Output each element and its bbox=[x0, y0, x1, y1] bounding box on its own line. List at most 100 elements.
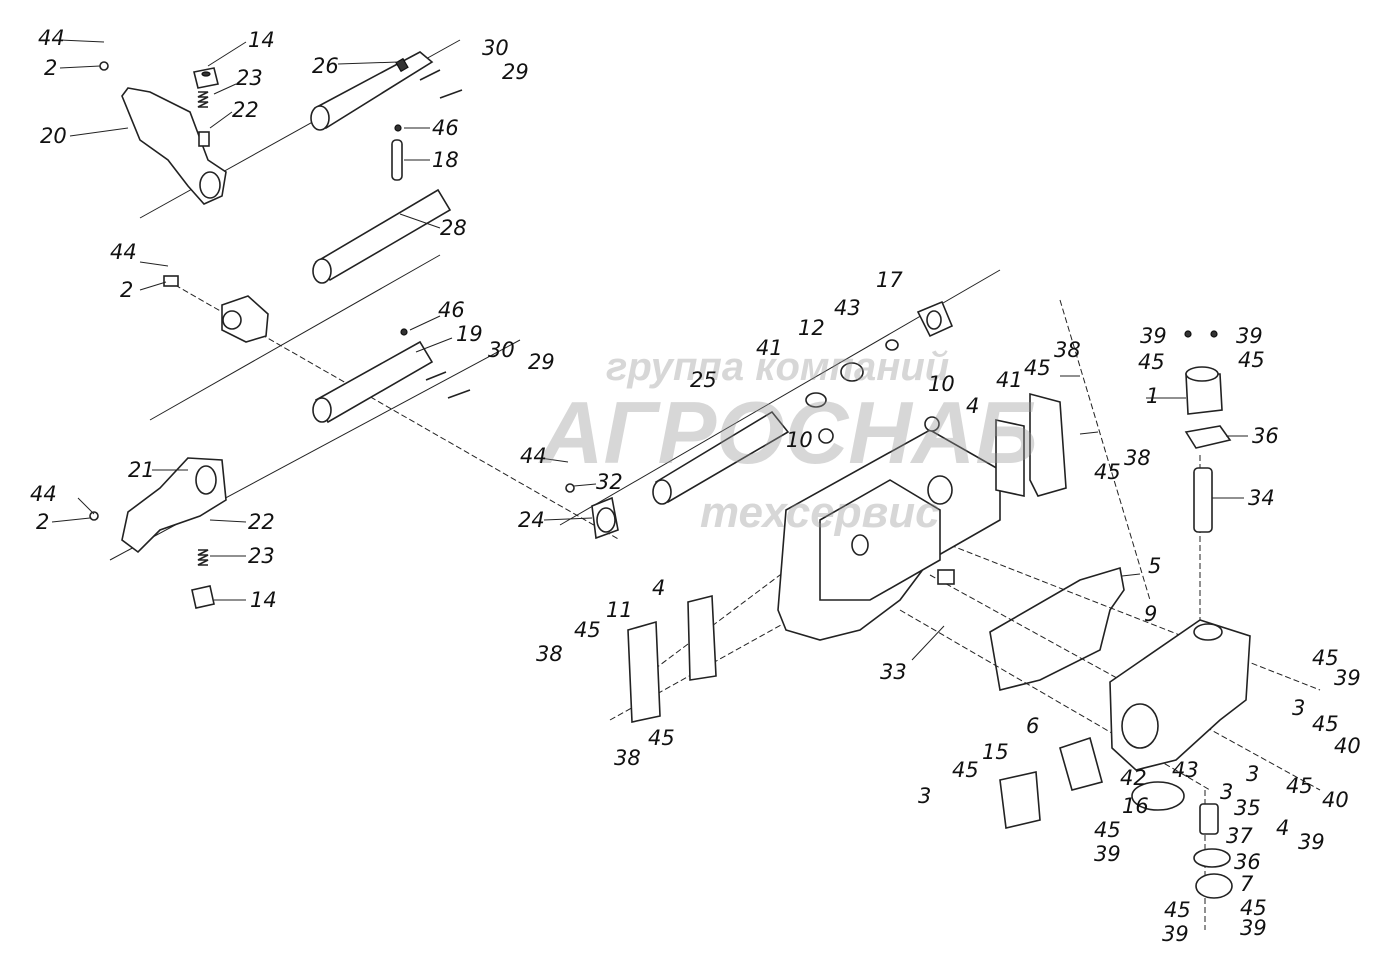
callout-3: 3 bbox=[1292, 696, 1306, 720]
washers-41-43 bbox=[805, 339, 899, 408]
callout-45: 45 bbox=[1164, 898, 1191, 922]
shaft-28 bbox=[312, 188, 452, 284]
callout-45: 45 bbox=[1024, 356, 1051, 380]
callout-14: 14 bbox=[248, 28, 275, 52]
callout-44: 44 bbox=[38, 26, 65, 50]
collar-24 bbox=[565, 483, 619, 540]
callout-37: 37 bbox=[1226, 824, 1253, 848]
callout-42: 42 bbox=[1120, 766, 1147, 790]
callout-39: 39 bbox=[1298, 830, 1325, 854]
callout-2: 2 bbox=[120, 278, 134, 302]
callout-32: 32 bbox=[596, 470, 623, 494]
callout-44: 44 bbox=[30, 482, 57, 506]
callout-14: 14 bbox=[250, 588, 277, 612]
callout-18: 18 bbox=[432, 148, 459, 172]
nut-14-top bbox=[193, 67, 219, 89]
bolt-2-top bbox=[99, 61, 109, 71]
gasket-4-right bbox=[995, 419, 1025, 497]
nut-14-lower bbox=[191, 585, 215, 609]
callout-6: 6 bbox=[1026, 714, 1040, 738]
callout-23: 23 bbox=[248, 544, 275, 568]
callout-29: 29 bbox=[502, 60, 529, 84]
plate-36-lower bbox=[1193, 848, 1231, 868]
callout-45: 45 bbox=[1094, 460, 1121, 484]
callout-23: 23 bbox=[236, 66, 263, 90]
callout-22: 22 bbox=[232, 98, 259, 122]
callout-45: 45 bbox=[1138, 350, 1165, 374]
callout-40: 40 bbox=[1322, 788, 1349, 812]
callout-45: 45 bbox=[648, 726, 675, 750]
pins-30-29-top bbox=[419, 69, 463, 99]
callout-4: 4 bbox=[966, 394, 980, 418]
callout-38: 38 bbox=[536, 642, 563, 666]
callout-39: 39 bbox=[1334, 666, 1361, 690]
callout-43: 43 bbox=[1172, 758, 1199, 782]
callout-20: 20 bbox=[40, 124, 67, 148]
callout-30: 30 bbox=[488, 338, 515, 362]
callout-2: 2 bbox=[44, 56, 58, 80]
callout-19: 19 bbox=[456, 322, 483, 346]
callout-45: 45 bbox=[1312, 646, 1339, 670]
callout-30: 30 bbox=[482, 36, 509, 60]
fork-lever-21 bbox=[89, 457, 227, 554]
callout-24: 24 bbox=[518, 508, 545, 532]
callout-7: 7 bbox=[1240, 872, 1254, 896]
cover-11-left bbox=[627, 620, 661, 723]
callout-45: 45 bbox=[1238, 348, 1265, 372]
callout-39: 39 bbox=[1162, 922, 1189, 946]
callout-39: 39 bbox=[1140, 324, 1167, 348]
plate-15 bbox=[999, 771, 1041, 829]
callout-44: 44 bbox=[110, 240, 137, 264]
plate-16 bbox=[1131, 781, 1185, 811]
bracket-middle bbox=[163, 275, 269, 343]
callout-5: 5 bbox=[1148, 554, 1162, 578]
callout-36: 36 bbox=[1252, 424, 1279, 448]
callout-45: 45 bbox=[1286, 774, 1313, 798]
pin-18 bbox=[391, 124, 403, 181]
callout-1: 1 bbox=[1146, 384, 1160, 408]
callout-45: 45 bbox=[1094, 818, 1121, 842]
callout-4: 4 bbox=[1276, 816, 1290, 840]
callout-38: 38 bbox=[1124, 446, 1151, 470]
callout-39: 39 bbox=[1094, 842, 1121, 866]
shaft-25 bbox=[652, 410, 790, 505]
pins-30-29-middle bbox=[425, 371, 471, 399]
callout-22: 22 bbox=[248, 510, 275, 534]
callout-11: 11 bbox=[606, 598, 633, 622]
callout-41: 41 bbox=[996, 368, 1023, 392]
callout-25: 25 bbox=[690, 368, 717, 392]
callout-17: 17 bbox=[876, 268, 903, 292]
plunger-34 bbox=[1193, 467, 1213, 533]
callout-26: 26 bbox=[312, 54, 339, 78]
cover-11-right bbox=[1029, 392, 1067, 497]
plate-7 bbox=[1195, 873, 1233, 899]
callout-45: 45 bbox=[1312, 712, 1339, 736]
callout-43: 43 bbox=[834, 296, 861, 320]
valve-1 bbox=[1184, 330, 1223, 415]
callout-38: 38 bbox=[614, 746, 641, 770]
callout-39: 39 bbox=[1240, 916, 1267, 940]
callout-4: 4 bbox=[652, 576, 666, 600]
callout-46: 46 bbox=[432, 116, 459, 140]
gasket-5 bbox=[989, 566, 1125, 691]
callout-33: 33 bbox=[880, 660, 907, 684]
leader-lines bbox=[51, 39, 1248, 661]
callout-29: 29 bbox=[528, 350, 555, 374]
callout-45: 45 bbox=[574, 618, 601, 642]
callout-10: 10 bbox=[928, 372, 955, 396]
callout-9: 9 bbox=[1144, 602, 1158, 626]
callout-21: 21 bbox=[128, 458, 155, 482]
callout-16: 16 bbox=[1122, 794, 1149, 818]
callout-3: 3 bbox=[918, 784, 932, 808]
callout-45: 45 bbox=[952, 758, 979, 782]
gasket-4-left bbox=[687, 594, 717, 681]
callout-38: 38 bbox=[1054, 338, 1081, 362]
callout-40: 40 bbox=[1334, 734, 1361, 758]
fitting-35-37 bbox=[1199, 803, 1219, 835]
callout-12: 12 bbox=[798, 316, 825, 340]
plate-6 bbox=[1059, 736, 1103, 791]
callout-28: 28 bbox=[440, 216, 467, 240]
shaft-26 bbox=[310, 51, 434, 131]
